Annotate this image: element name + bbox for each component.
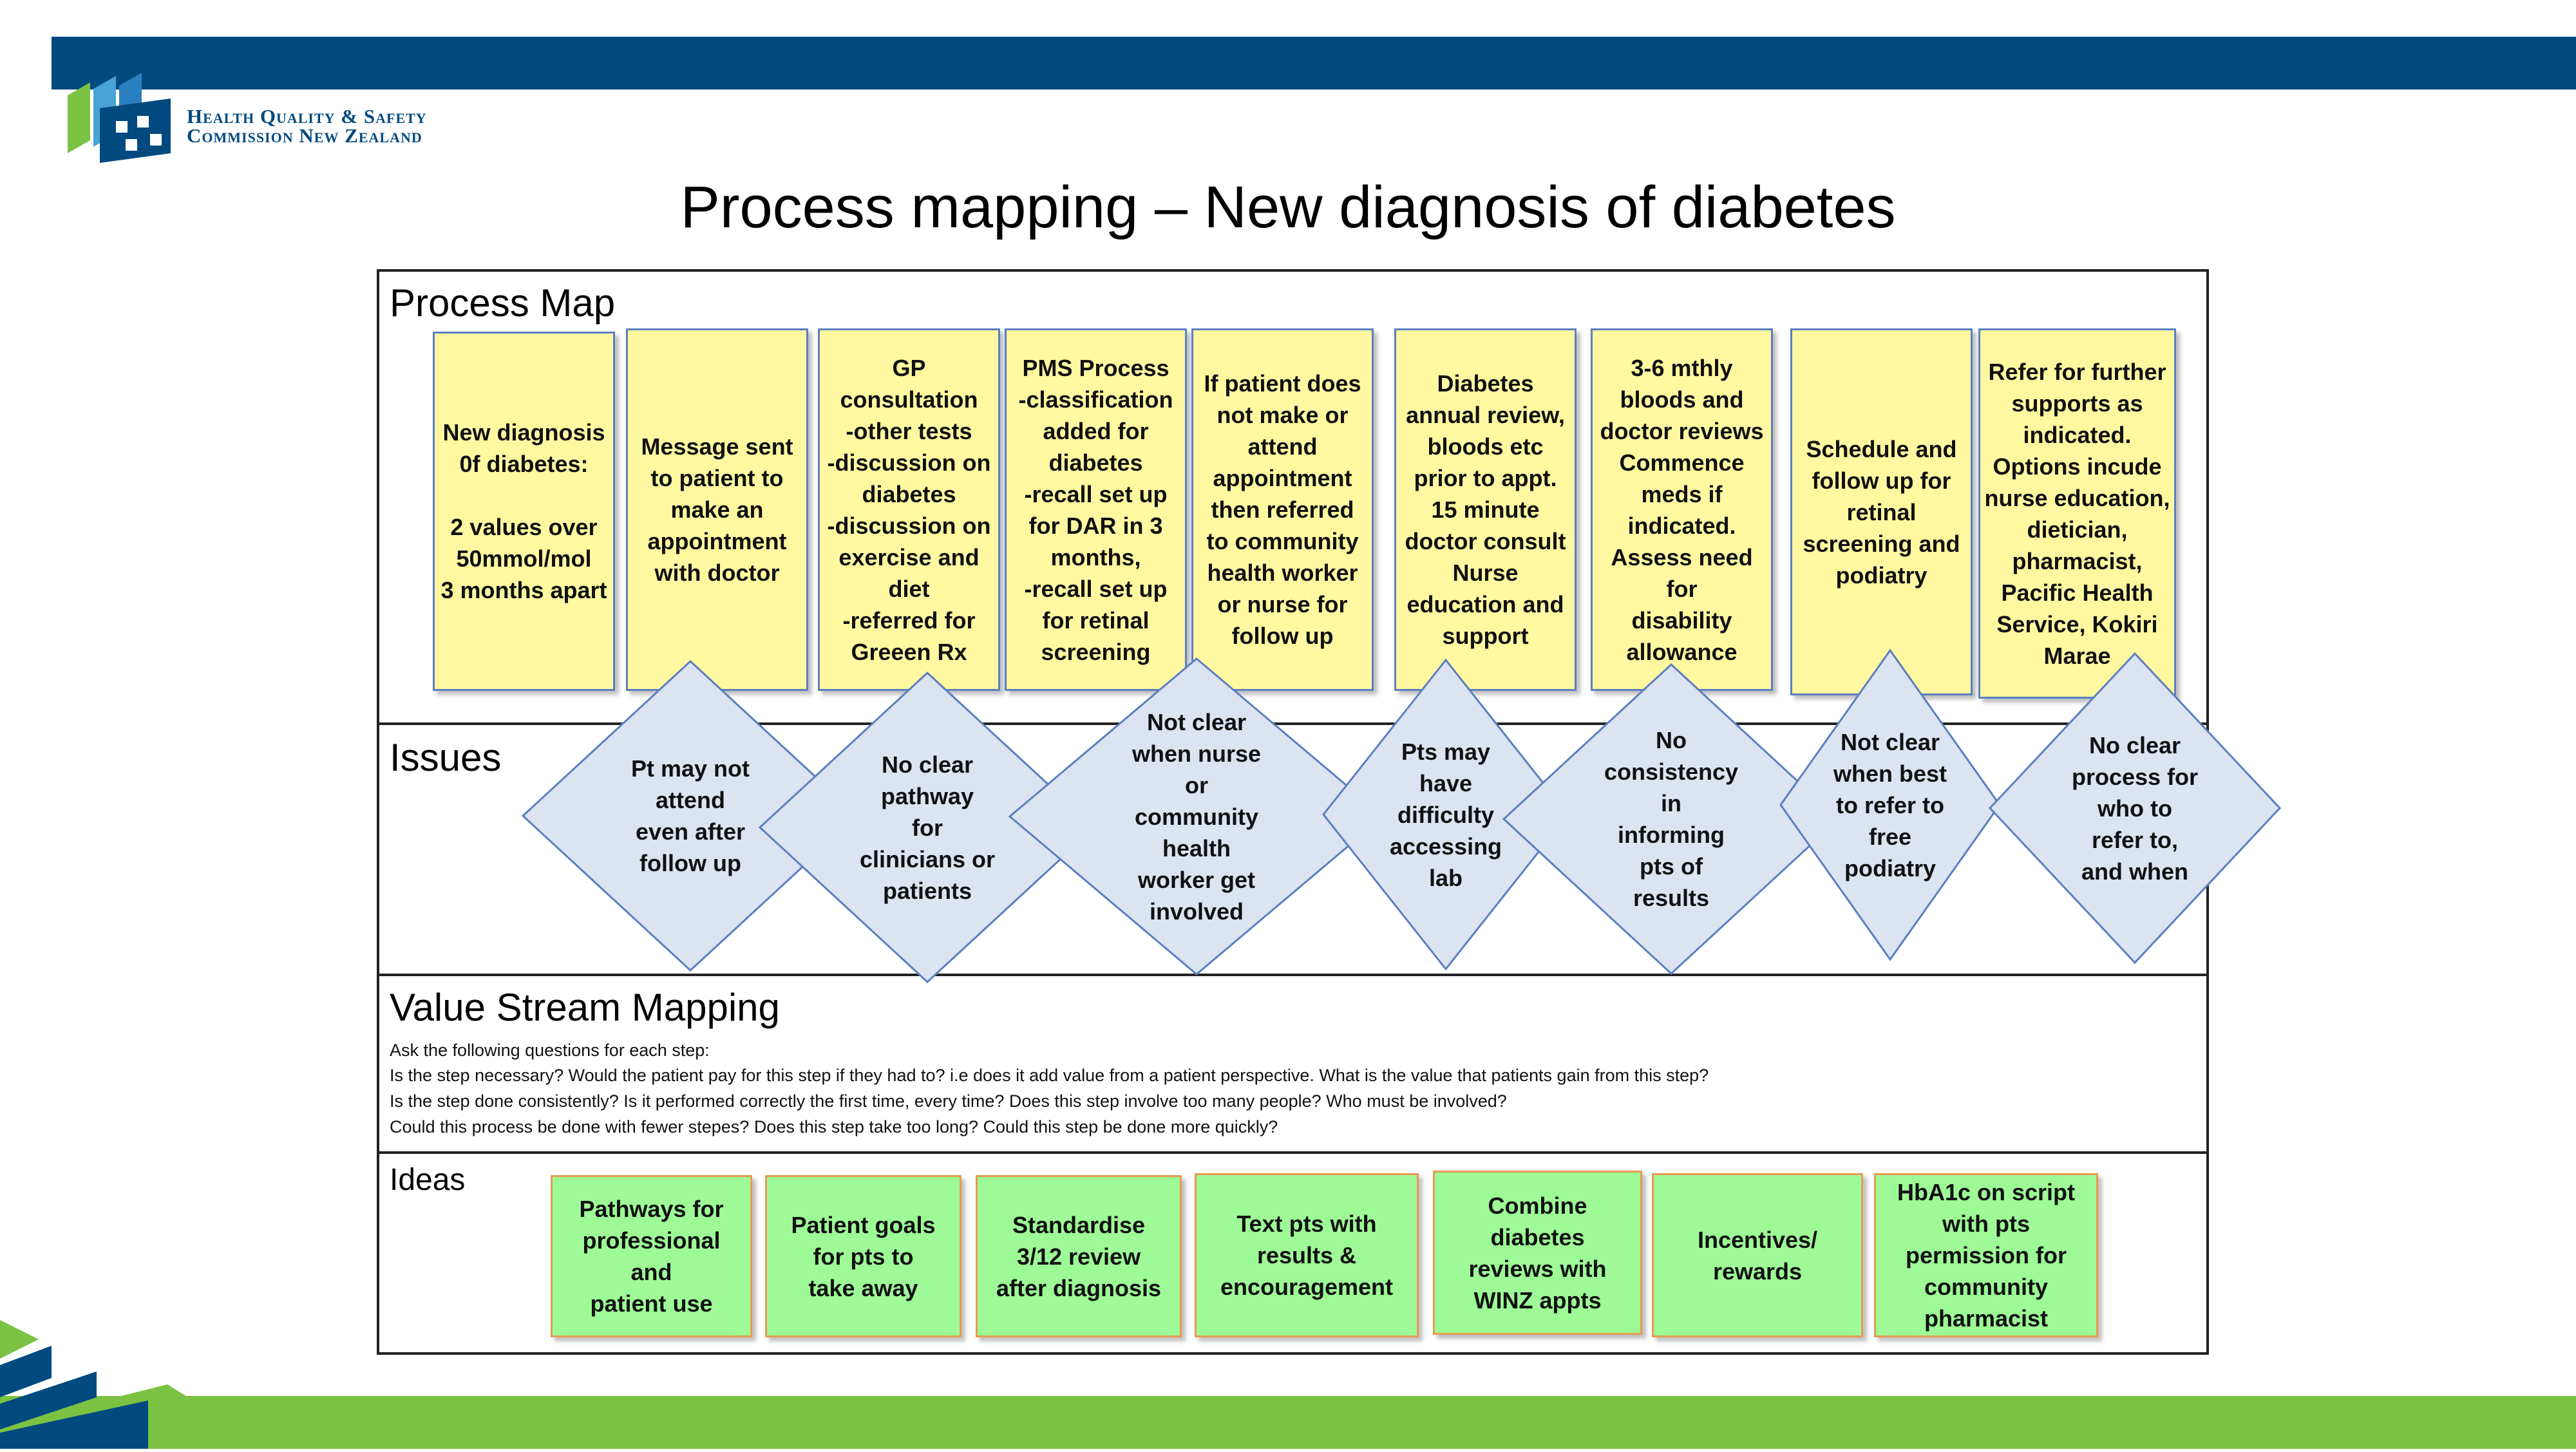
value-stream-line-4: Could this process be done with fewer st… — [390, 1117, 1278, 1136]
issue-diamond-2: No clear pathway for clinicians or patie… — [758, 671, 1097, 984]
idea-box-6: Incentives/ rewards — [1652, 1173, 1863, 1337]
idea-box-5: Combine diabetes reviews with WINZ appts — [1433, 1171, 1642, 1335]
issue-diamond-4: Pts may have difficulty accessing lab — [1322, 658, 1569, 971]
idea-box-4: Text pts with results & encouragement — [1195, 1173, 1419, 1337]
header-band — [52, 37, 2576, 90]
issue-diamond-3: Not clear when nurse or community health… — [1008, 657, 1385, 976]
section-label-process-map: Process Map — [390, 281, 616, 325]
process-step-8: Schedule and follow up for retinal scree… — [1790, 328, 1973, 695]
commission-logo-icon — [61, 70, 177, 166]
process-step-2: Message sent to patient to make an appoi… — [626, 328, 808, 691]
process-step-6: Diabetes annual review, bloods etc prior… — [1394, 328, 1577, 691]
logo-text: Health Quality & Safety Commission New Z… — [187, 105, 427, 147]
logo-line-2: Commission New Zealand — [187, 124, 422, 147]
issue-diamond-6: Not clear when best to refer to free pod… — [1779, 648, 2001, 961]
value-stream-line-2: Is the step necessary? Would the patient… — [390, 1066, 1709, 1085]
issue-text-4: Pts may have difficulty accessing lab — [1389, 738, 1502, 891]
process-step-9: Refer for further supports as indicated.… — [1978, 328, 2176, 699]
section-label-issues: Issues — [390, 736, 502, 779]
process-step-5: If patient does not make or attend appoi… — [1191, 328, 1374, 691]
divider-issues — [377, 722, 2209, 725]
divider-value-stream — [377, 974, 2209, 976]
divider-ideas — [377, 1151, 2209, 1154]
process-step-3: GP consultation -other tests -discussion… — [818, 328, 1000, 691]
value-stream-line-1: Ask the following questions for each ste… — [390, 1041, 710, 1060]
issue-text-5: No consistency in informing pts of resul… — [1604, 727, 1739, 911]
logo-line-1: Health Quality & Safety — [187, 105, 427, 127]
process-step-4: PMS Process -classification added for di… — [1005, 328, 1187, 691]
corner-stripes-icon — [0, 1314, 270, 1449]
issue-text-2: No clear pathway for clinicians or patie… — [859, 751, 996, 904]
issue-text-7: No clear process for who to refer to, an… — [2071, 731, 2199, 885]
idea-box-3: Standardise 3/12 review after diagnosis — [976, 1175, 1182, 1337]
issue-diamond-5: No consistency in informing pts of resul… — [1502, 663, 1841, 976]
section-label-ideas: Ideas — [390, 1163, 466, 1197]
issue-diamond-1: Pt may not attend even after follow up — [521, 659, 860, 972]
idea-box-1: Pathways for professional and patient us… — [551, 1175, 752, 1337]
idea-box-7: HbA1c on script with pts permission for … — [1874, 1173, 2098, 1337]
issue-diamond-7: No clear process for who to refer to, an… — [1988, 652, 2282, 965]
issue-text-3: Not clear when nurse or community health… — [1132, 708, 1262, 925]
footer-band — [0, 1396, 2576, 1449]
idea-box-2: Patient goals for pts to take away — [765, 1175, 961, 1337]
section-label-value-stream: Value Stream Mapping — [390, 986, 780, 1029]
issue-text-6: Not clear when best to refer to free pod… — [1833, 728, 1947, 882]
issue-text-1: Pt may not attend even after follow up — [630, 755, 750, 876]
value-stream-line-3: Is the step done consistently? Is it per… — [390, 1091, 1507, 1111]
process-step-1: New diagnosis 0f diabetes: 2 values over… — [433, 332, 615, 691]
page-title: Process mapping – New diagnosis of diabe… — [680, 174, 1896, 240]
process-step-7: 3-6 mthly bloods and doctor reviews Comm… — [1591, 328, 1773, 691]
